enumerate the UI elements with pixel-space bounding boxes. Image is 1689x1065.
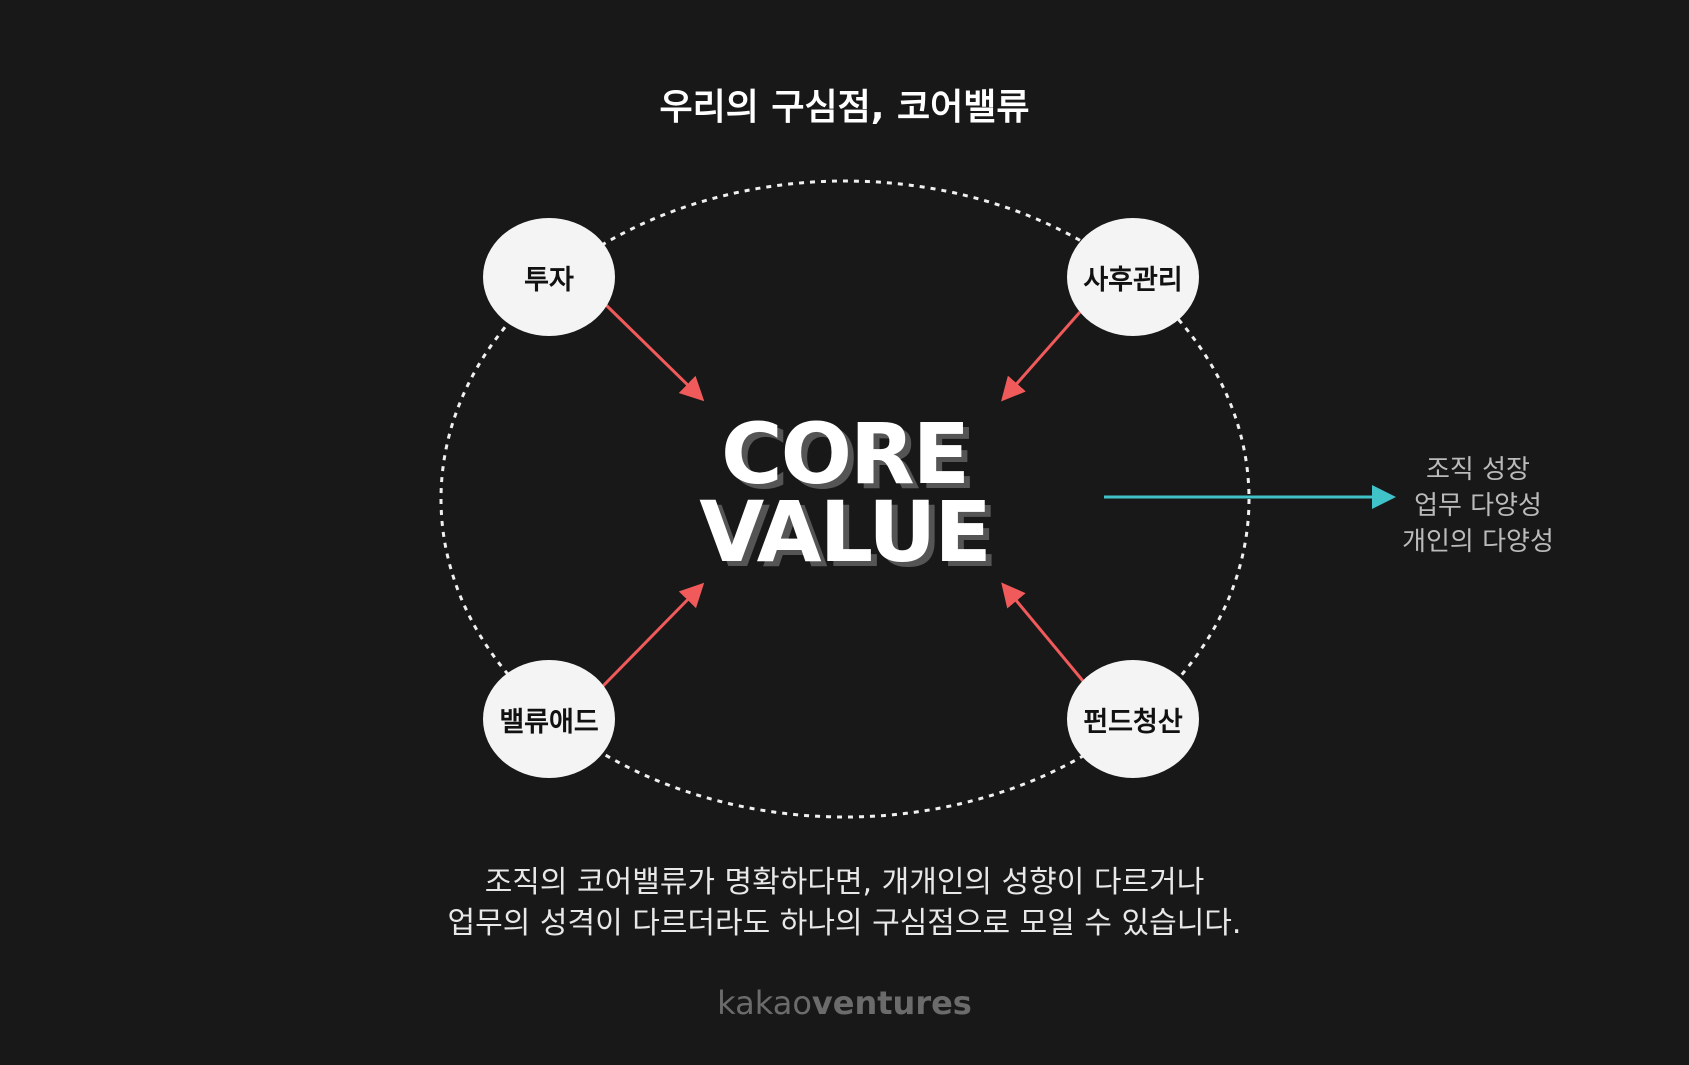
logo-bold: ventures [811, 984, 972, 1022]
arrow-valueadd-to-core [601, 582, 705, 688]
description-line: 조직의 코어밸류가 명확하다면, 개개인의 성향이 다르거나 [484, 865, 1205, 900]
outcome-item: 조직 성장 [1426, 455, 1530, 485]
outcome-list: 조직 성장 업무 다양성 개인의 다양성 [1378, 452, 1578, 560]
node-fund-exit: 펀드청산 [1067, 660, 1199, 778]
description-line: 업무의 성격이 다르더라도 하나의 구심점으로 모일 수 있습니다. [447, 906, 1242, 941]
node-aftercare: 사후관리 [1067, 218, 1199, 336]
arrow-invest-to-core [604, 303, 705, 402]
description: 조직의 코어밸류가 명확하다면, 개개인의 성향이 다르거나 업무의 성격이 다… [0, 862, 1689, 944]
logo-light: kakao [717, 984, 812, 1022]
outcome-item: 개인의 다양성 [1402, 527, 1554, 557]
core-text-line2: VALUE [699, 483, 991, 581]
node-value-add: 밸류애드 [483, 660, 615, 778]
core-text-line1: CORE [720, 405, 970, 503]
outcome-item: 업무 다양성 [1414, 491, 1542, 521]
arrow-aftercare-to-core [1001, 311, 1082, 402]
page-title: 우리의 구심점, 코어밸류 [659, 87, 1030, 128]
node-invest: 투자 [483, 218, 615, 336]
kakaoventures-logo: kakaoventures [0, 984, 1689, 1022]
arrow-fundexit-to-core [1001, 582, 1085, 682]
dashed-cycle-ellipse [439, 179, 1251, 819]
